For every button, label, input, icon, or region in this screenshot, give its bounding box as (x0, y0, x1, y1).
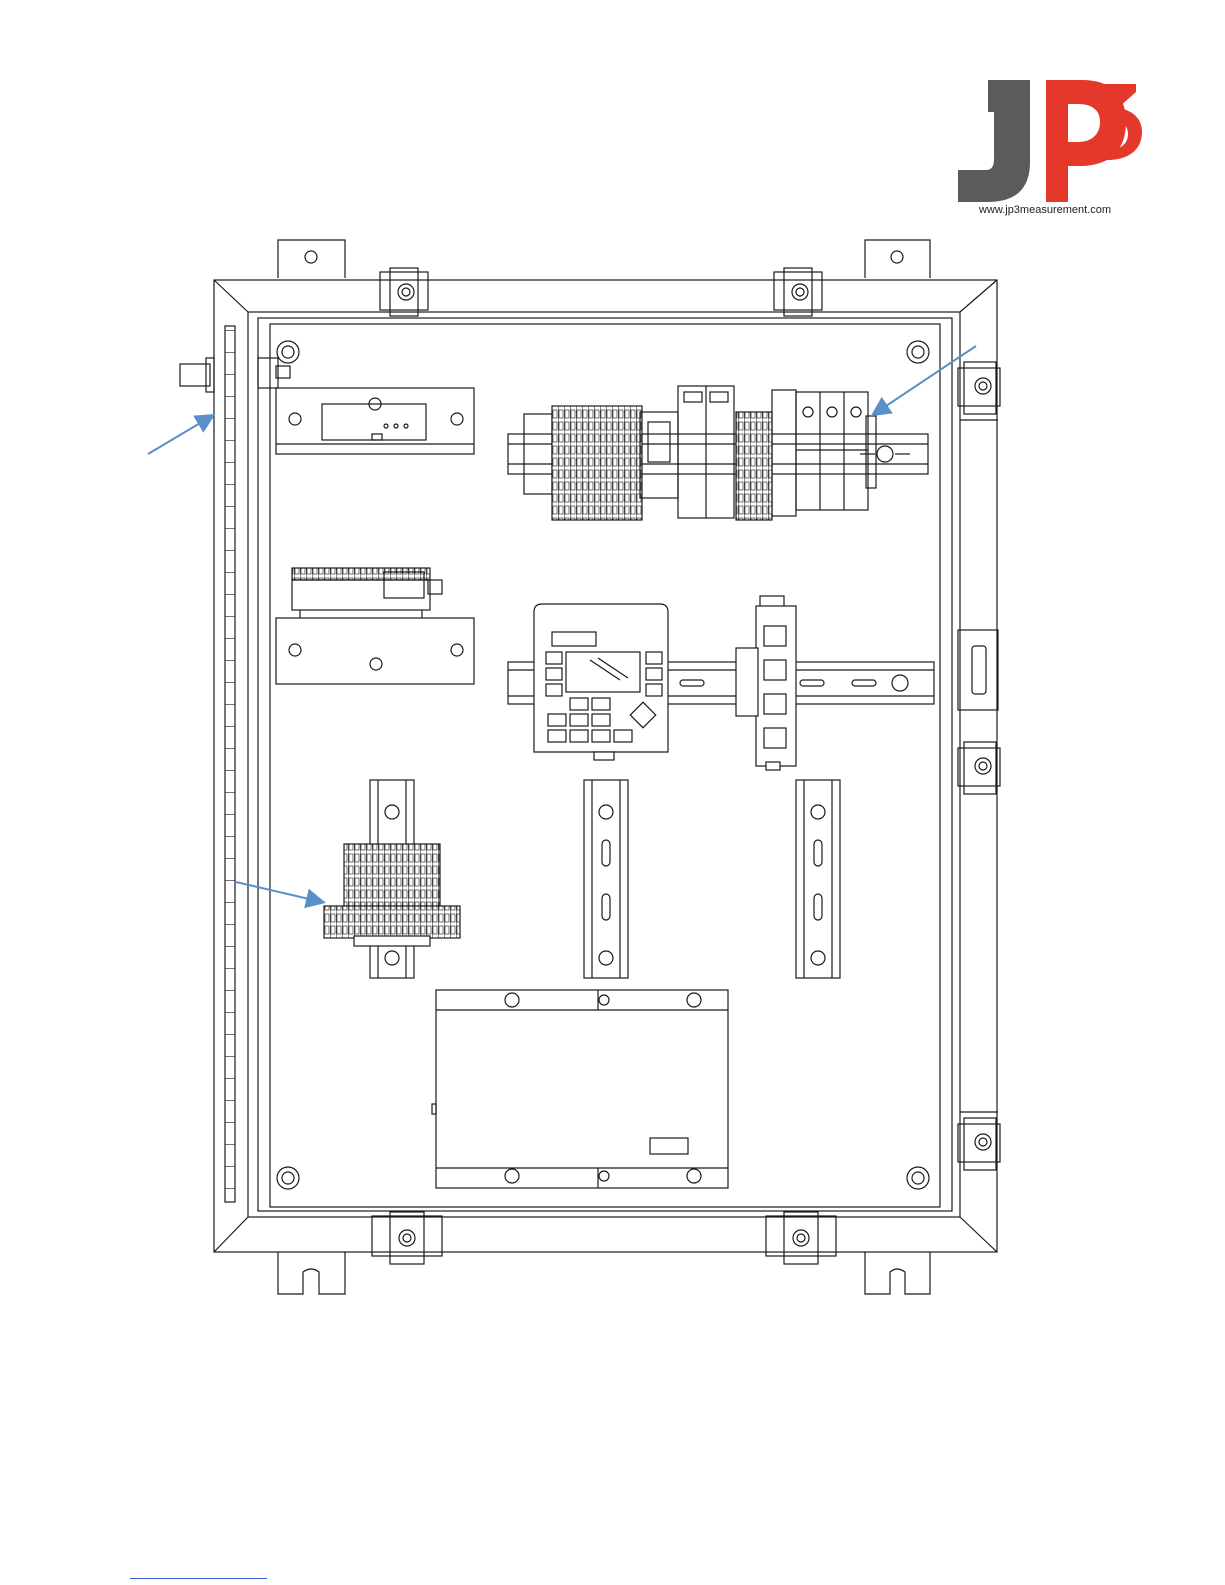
plc-bracket (276, 568, 474, 684)
door-hinge (180, 326, 290, 1202)
grounding-terminal-block (324, 844, 460, 946)
bottom-mounting-tabs (278, 1252, 930, 1294)
hmi-operator-panel (534, 604, 668, 760)
vertical-din-rail-right (796, 780, 840, 978)
callout-arrow-hinge (148, 416, 212, 454)
radio-modem-bracket (276, 388, 474, 454)
footnote-separator (130, 1578, 267, 1579)
vertical-din-rail-center (584, 780, 628, 978)
terminal-block-row (524, 386, 876, 520)
frame-clamps (372, 268, 1000, 1264)
callout-arrow-ground-block (236, 882, 322, 902)
callout-arrow-fuse-block (874, 346, 976, 414)
ethernet-switch (736, 596, 796, 770)
power-supply-enclosure (432, 990, 728, 1188)
top-mounting-tabs (278, 240, 930, 278)
